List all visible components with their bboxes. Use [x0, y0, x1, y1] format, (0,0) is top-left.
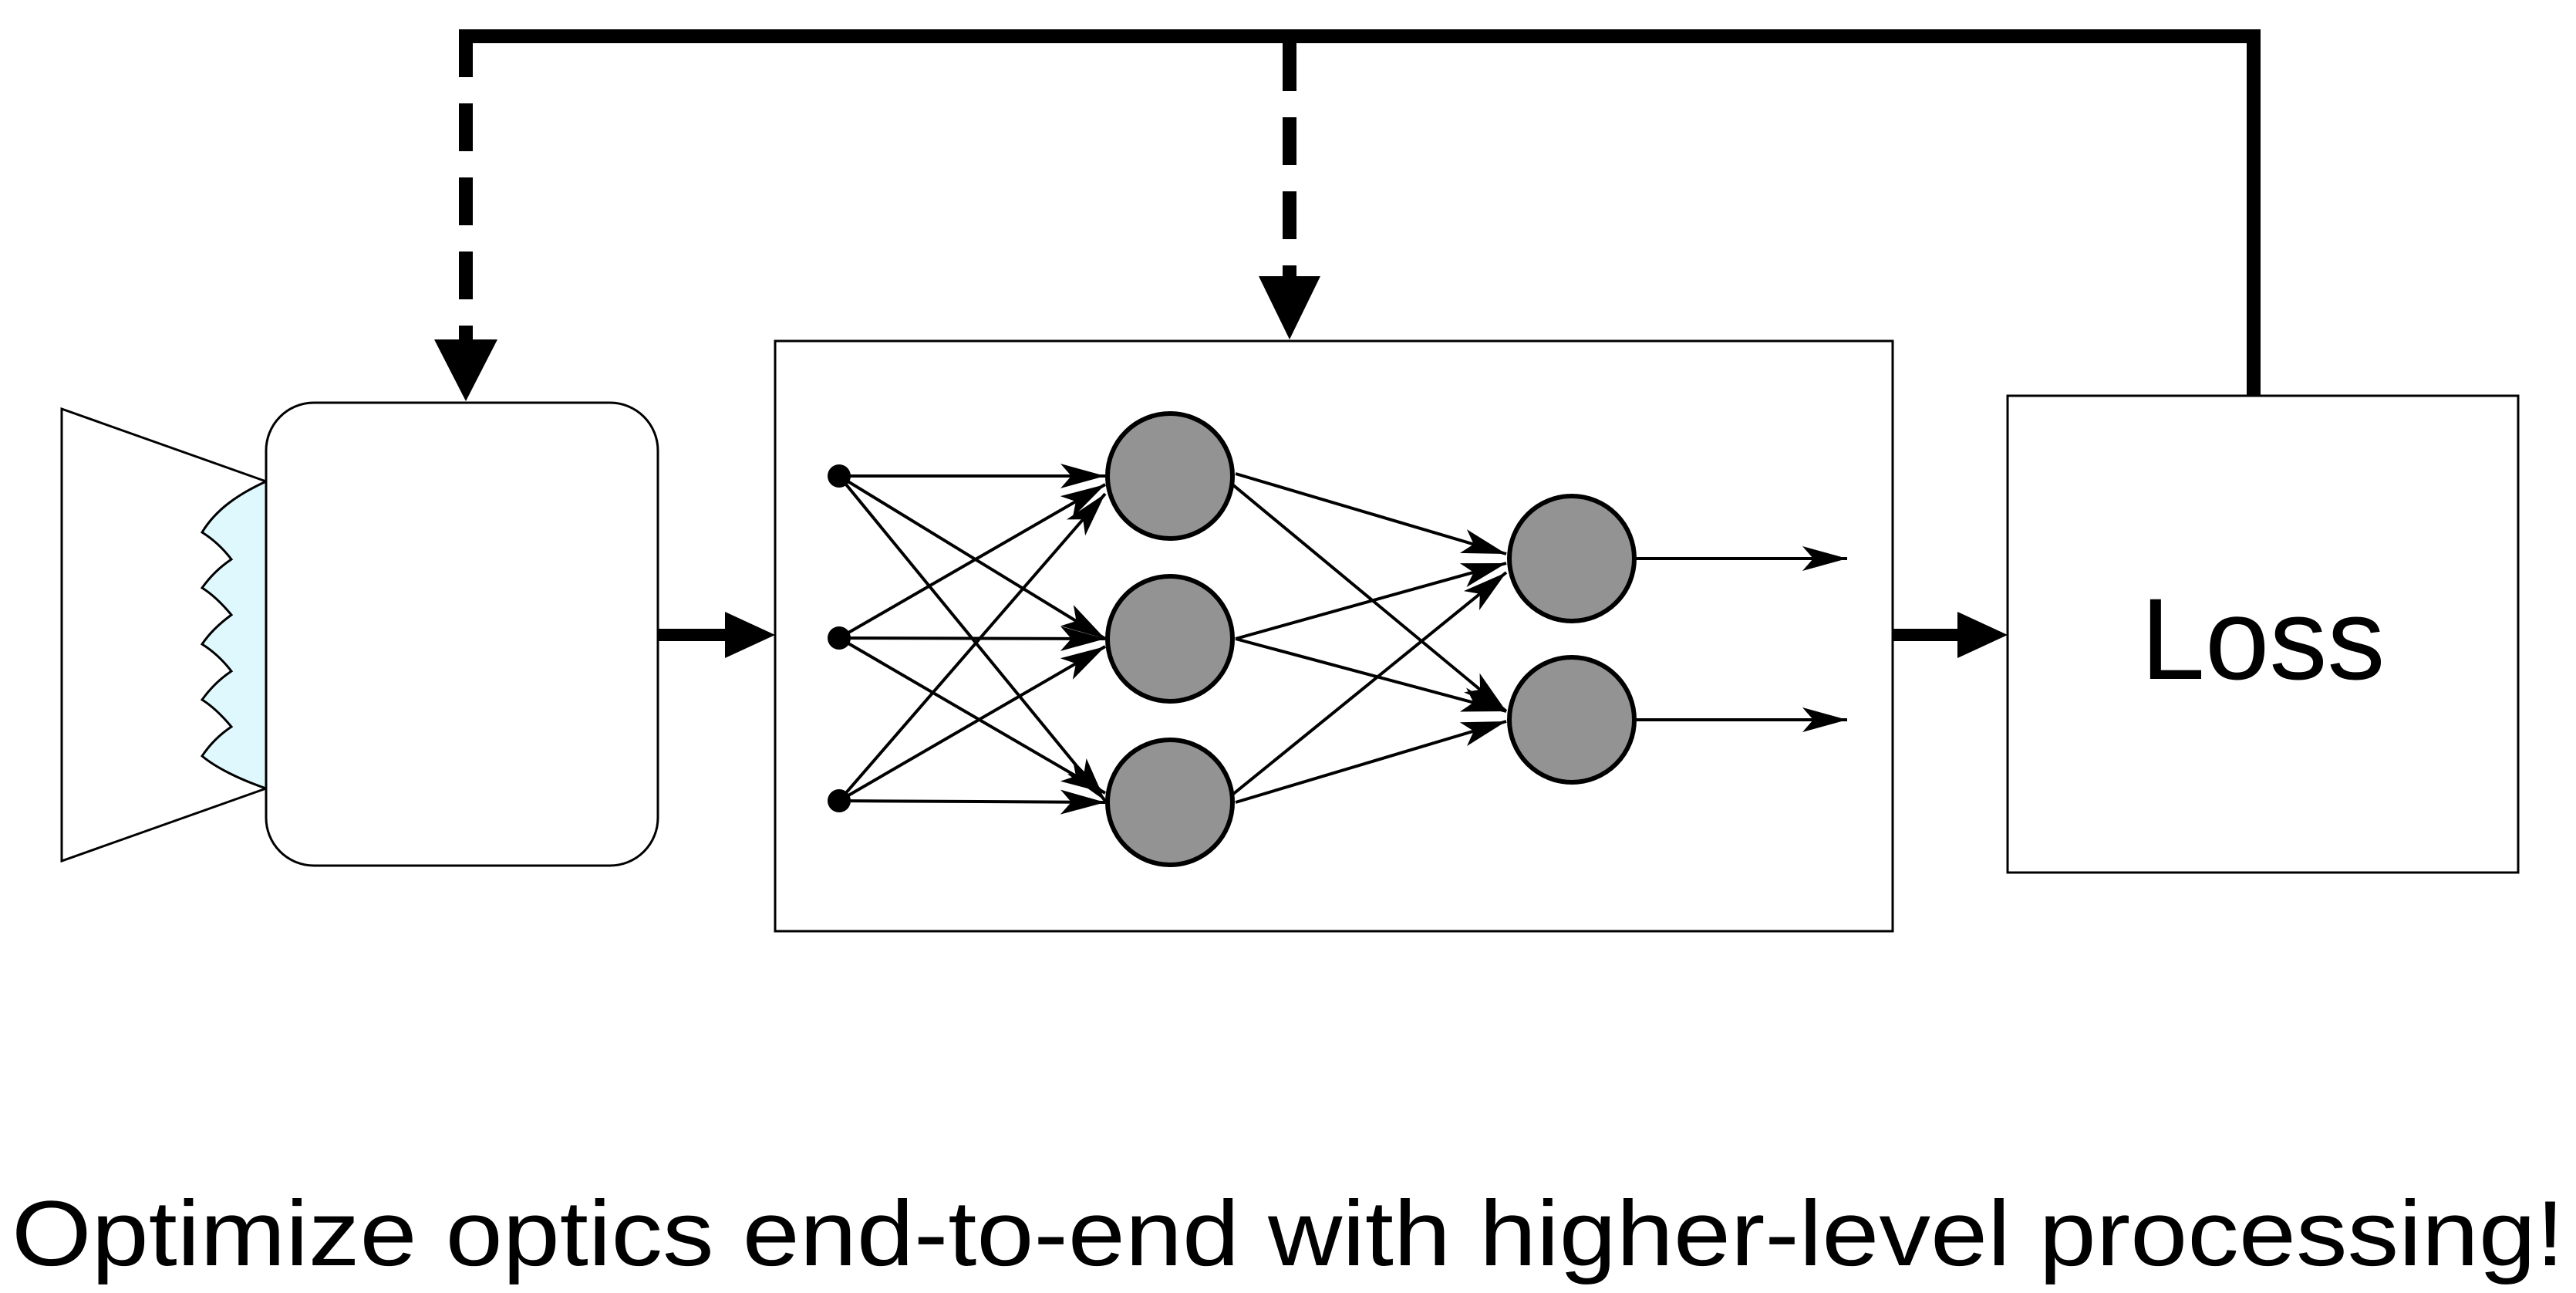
network-node [1507, 494, 1637, 623]
network-output-arrows [1636, 546, 1847, 732]
arrow-camera-to-network [658, 612, 775, 658]
network-box [774, 339, 1894, 933]
network-edges-hidden-hidden [1231, 472, 1508, 804]
network-hidden-layer-1 [1105, 411, 1235, 867]
diagram-caption: Optimize optics end-to-end with higher-l… [12, 1182, 2564, 1285]
network-node [1507, 655, 1637, 785]
input-point [828, 626, 851, 650]
neural-network-icon [774, 339, 1894, 933]
network-node [1105, 411, 1235, 541]
lens-elements-icon [200, 479, 268, 791]
network-node [1105, 574, 1235, 704]
input-point [828, 789, 851, 812]
arrow-network-to-loss [1893, 612, 2008, 658]
feedback-top-line [466, 29, 2261, 395]
feedback-arrowhead-network [1259, 276, 1320, 339]
loss-label: Loss [2141, 574, 2385, 704]
feedback-loop [434, 29, 2261, 401]
loss-block: Loss [2006, 394, 2520, 874]
camera-body-icon [60, 401, 659, 867]
network-input-points [828, 464, 851, 812]
feedback-arrowhead-camera [434, 339, 497, 401]
network-edges-input-hidden [838, 464, 1107, 815]
network-hidden-layer-2 [1507, 494, 1637, 785]
camera-sensor-box [265, 401, 659, 867]
input-point [828, 464, 851, 488]
loss-box [2006, 394, 2520, 874]
network-node [1105, 738, 1235, 867]
